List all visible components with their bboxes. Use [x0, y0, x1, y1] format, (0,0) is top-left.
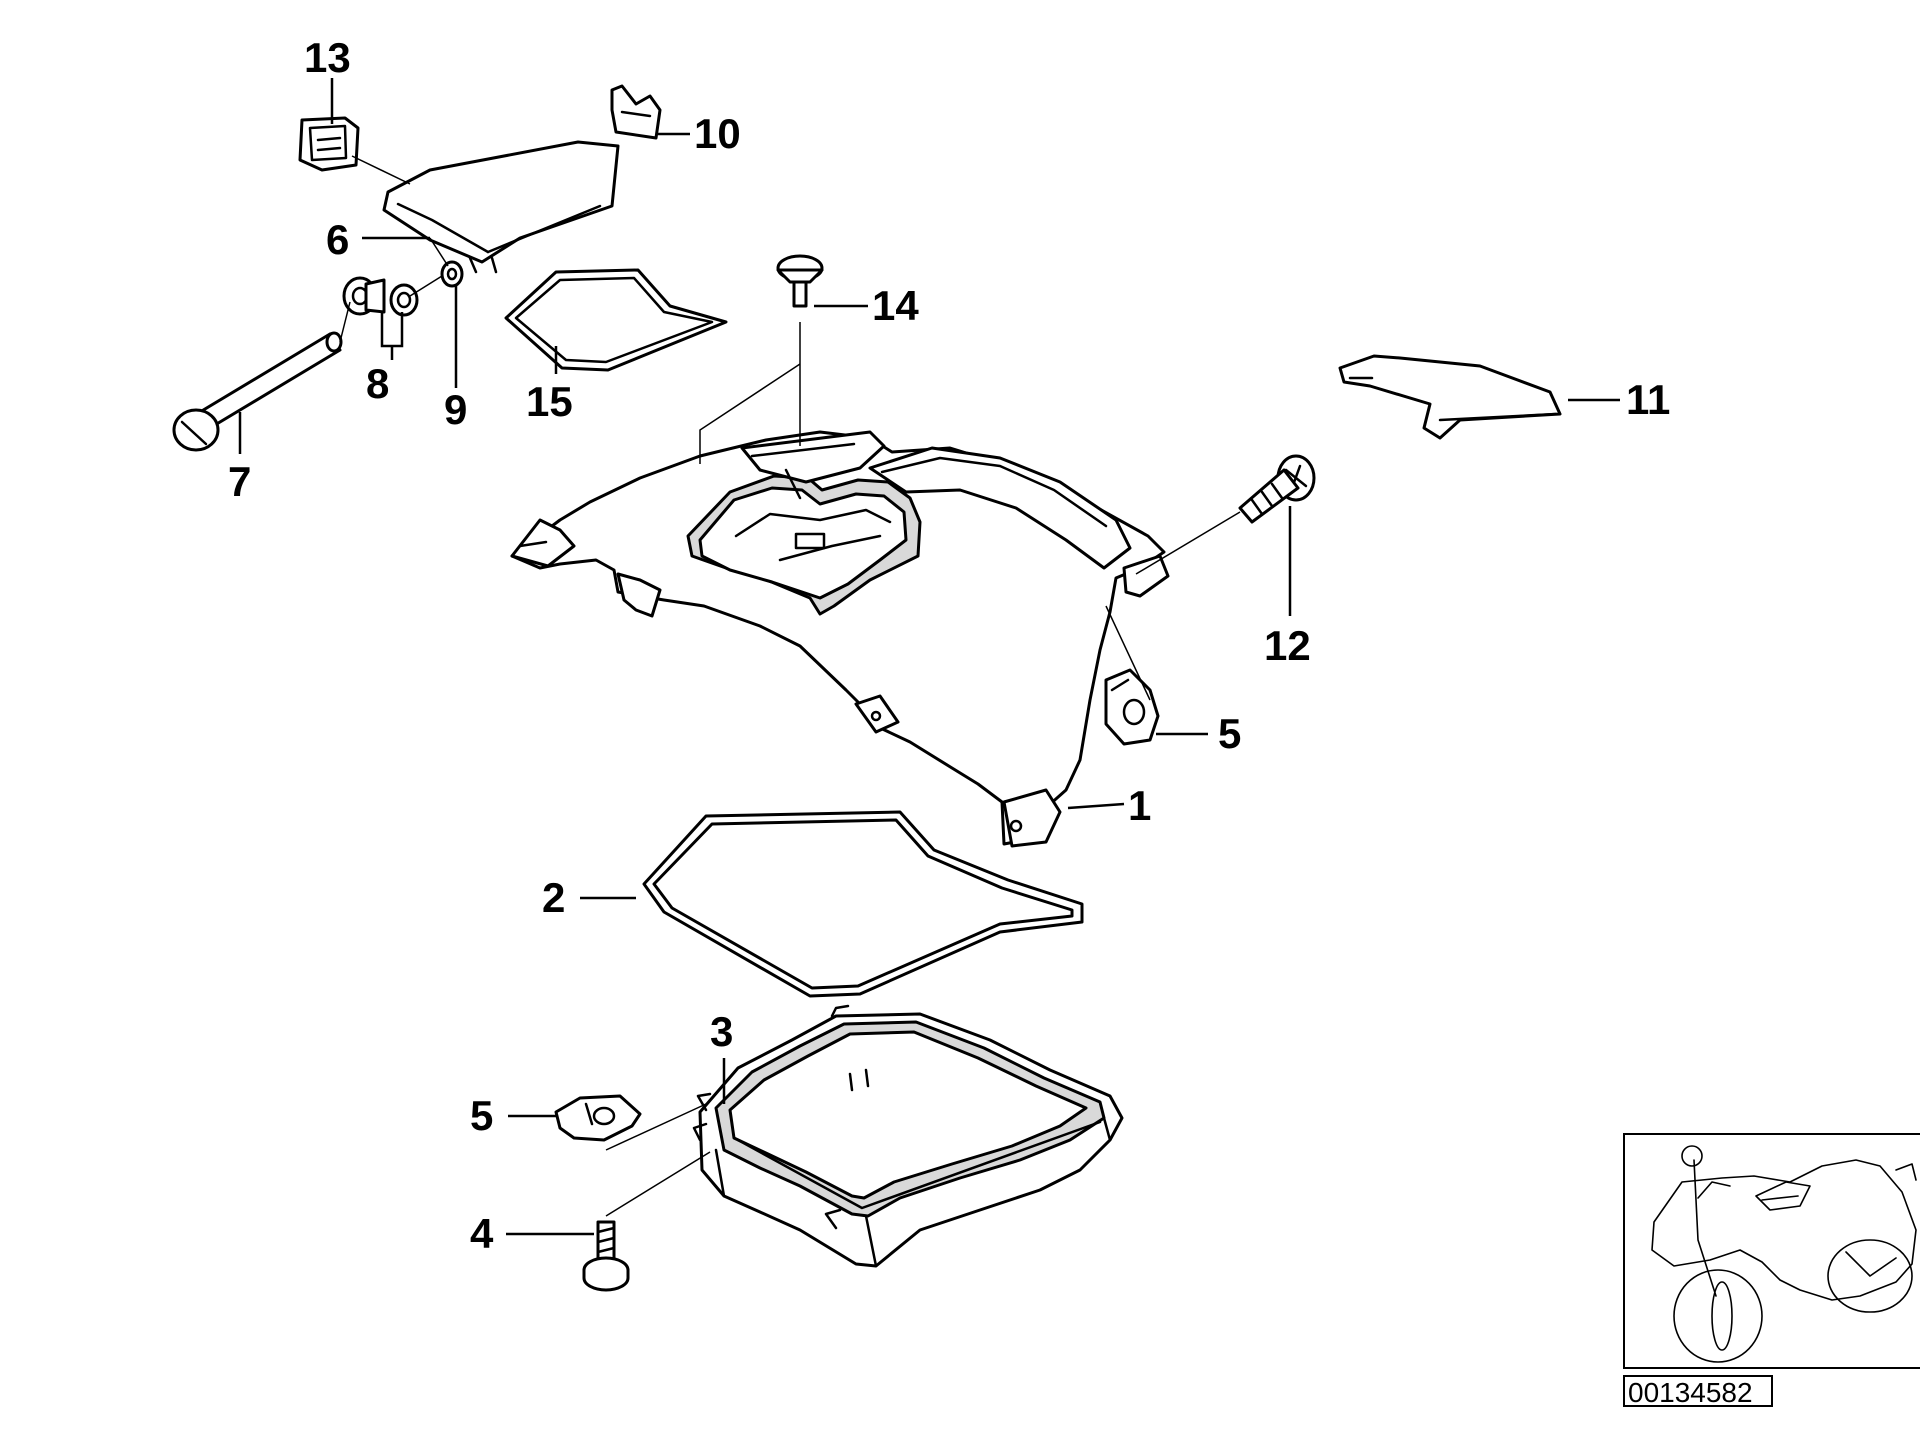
part-7-long-bolt: [172, 331, 343, 452]
callout-11: 11: [1626, 376, 1670, 423]
part-12-screw: [1238, 454, 1316, 524]
callout-15: 15: [526, 378, 573, 425]
callout-8: 8: [366, 360, 389, 407]
leader-lines: [238, 78, 1620, 1236]
callout-1: 1: [1128, 782, 1151, 829]
callout-14: 14: [872, 282, 919, 329]
motorcycle-outline-icon: [1651, 1145, 1917, 1363]
reference-number: 00134582: [1628, 1377, 1753, 1408]
callout-12: 12: [1264, 622, 1311, 669]
callout-9: 9: [444, 386, 467, 433]
part-6-cover-plate: [382, 140, 620, 274]
callout-labels: 13 10 6 14 8 9 15 11 7 12 5 1 2 3 5 4: [228, 34, 1670, 1257]
motorcycle-locator-inset: 00134582: [1623, 1133, 1920, 1408]
callout-5-lower: 5: [470, 1092, 493, 1139]
callout-10: 10: [694, 110, 741, 157]
callout-3: 3: [710, 1008, 733, 1055]
part-3-storage-tray: [692, 1004, 1124, 1268]
callout-5-upper: 5: [1218, 710, 1241, 757]
callout-2: 2: [542, 874, 565, 921]
callout-4: 4: [470, 1210, 494, 1257]
callout-6: 6: [326, 216, 349, 263]
part-5-upper-clip-nut: [1104, 668, 1160, 746]
callout-13: 13: [304, 34, 351, 81]
part-9-washer: [440, 260, 464, 288]
callout-7: 7: [228, 458, 251, 505]
part-11-side-trim: [1338, 354, 1562, 440]
part-8-grommet-pair: [342, 276, 419, 317]
part-1-rear-frame: [510, 430, 1170, 848]
part-4-screw: [582, 1220, 630, 1292]
part-10-bracket: [610, 84, 662, 140]
part-5-lower-clip-nut: [554, 1094, 642, 1142]
part-14-buffer: [776, 254, 824, 308]
part-15-gasket: [504, 268, 728, 372]
part-13-clip: [298, 116, 360, 172]
part-2-seal-ring: [642, 810, 1084, 998]
